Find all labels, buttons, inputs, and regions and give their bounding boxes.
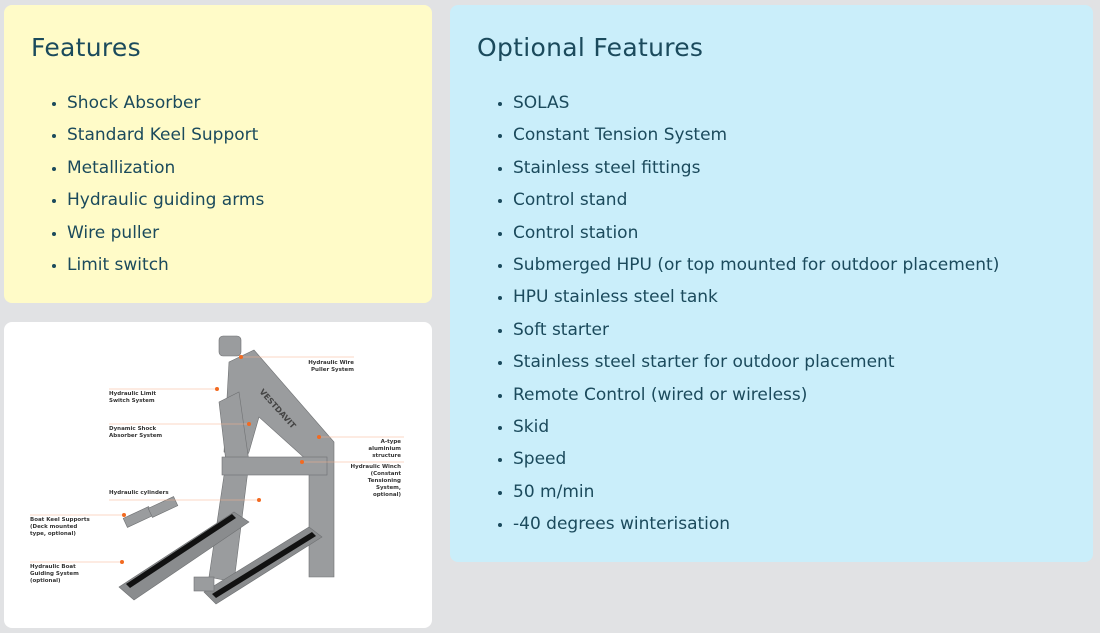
label-shock-absorber: Dynamic Shock Absorber System bbox=[109, 426, 163, 439]
label-a-type: A-type aluminium structure bbox=[368, 439, 401, 459]
label-winch: Hydraulic Winch (Constant Tensioning Sys… bbox=[350, 464, 401, 498]
list-item: Metallization bbox=[67, 156, 264, 188]
list-item: HPU stainless steel tank bbox=[513, 285, 999, 317]
label-guiding: Hydraulic Boat Guiding System (optional) bbox=[30, 564, 79, 584]
label-limit-switch: Hydraulic Limit Switch System bbox=[109, 391, 157, 404]
list-item: Standard Keel Support bbox=[67, 123, 264, 155]
list-item: Stainless steel starter for outdoor plac… bbox=[513, 350, 999, 382]
list-item: SOLAS bbox=[513, 91, 999, 123]
list-item: Control station bbox=[513, 221, 999, 253]
label-wire-puller: Hydraulic Wire Puller System bbox=[308, 360, 354, 373]
features-card: Features Shock Absorber Standard Keel Su… bbox=[4, 5, 432, 303]
list-item: Submerged HPU (or top mounted for outdoo… bbox=[513, 253, 999, 285]
list-item: Shock Absorber bbox=[67, 91, 264, 123]
optional-features-list: SOLAS Constant Tension System Stainless … bbox=[477, 91, 999, 544]
callout-dots bbox=[120, 355, 321, 564]
features-list: Shock Absorber Standard Keel Support Met… bbox=[31, 91, 264, 285]
davit-diagram: VESTDAVIT Hydraulic Wire Puller System H… bbox=[4, 322, 432, 628]
list-item: Constant Tension System bbox=[513, 123, 999, 155]
list-item: Wire puller bbox=[67, 221, 264, 253]
list-item: -40 degrees winterisation bbox=[513, 512, 999, 544]
optional-features-title: Optional Features bbox=[477, 33, 704, 62]
optional-features-card: Optional Features SOLAS Constant Tension… bbox=[450, 5, 1093, 562]
label-keel-supports: Boat Keel Supports (Deck mounted type, o… bbox=[30, 517, 90, 537]
list-item: 50 m/min bbox=[513, 480, 999, 512]
list-item: Limit switch bbox=[67, 253, 264, 285]
list-item: Hydraulic guiding arms bbox=[67, 188, 264, 220]
label-cylinders: Hydraulic cylinders bbox=[109, 490, 169, 496]
list-item: Control stand bbox=[513, 188, 999, 220]
list-item: Skid bbox=[513, 415, 999, 447]
list-item: Soft starter bbox=[513, 318, 999, 350]
list-item: Remote Control (wired or wireless) bbox=[513, 383, 999, 415]
list-item: Speed bbox=[513, 447, 999, 479]
list-item: Stainless steel fittings bbox=[513, 156, 999, 188]
davit-illustration: VESTDAVIT bbox=[30, 335, 404, 605]
features-title: Features bbox=[31, 33, 141, 62]
